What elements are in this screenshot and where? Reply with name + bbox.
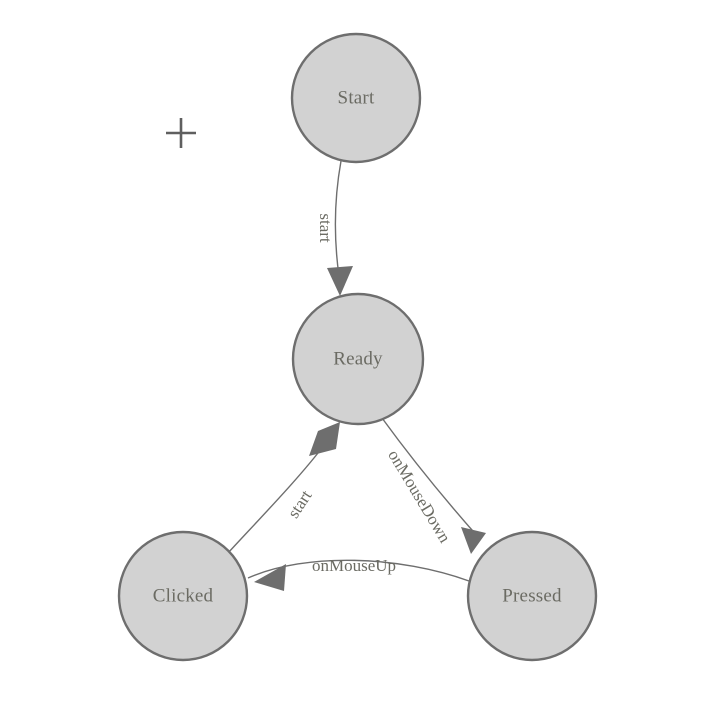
edge-path-pressed-to-clicked bbox=[247, 559, 470, 582]
arrowhead-into-ready bbox=[327, 266, 353, 296]
edge-path-start-to-ready bbox=[334, 160, 342, 277]
node-ready[interactable]: Ready bbox=[291, 292, 425, 426]
edge-path-clicked-to-ready bbox=[227, 443, 326, 554]
node-circle-clicked[interactable] bbox=[117, 530, 249, 662]
node-start[interactable]: Start bbox=[290, 32, 422, 164]
edge-ready-to-pressed[interactable]: onMouseDown bbox=[381, 417, 486, 554]
edge-clicked-to-ready[interactable]: start bbox=[227, 422, 340, 554]
edge-label-ready-to-pressed: onMouseDown bbox=[384, 446, 455, 546]
arrowhead-into-clicked bbox=[254, 564, 286, 591]
edge-label-pressed-to-clicked: onMouseUp bbox=[312, 556, 396, 575]
node-pressed[interactable]: Pressed bbox=[466, 530, 598, 662]
arrowhead-into-ready-from-clicked bbox=[309, 422, 340, 456]
edge-start-to-ready[interactable]: start bbox=[316, 160, 353, 296]
node-label-start: Start bbox=[338, 87, 375, 108]
edge-path-ready-to-pressed bbox=[381, 417, 480, 539]
crosshair-cursor-icon bbox=[166, 118, 196, 148]
edge-label-start-to-ready: start bbox=[316, 213, 335, 243]
node-circle-ready[interactable] bbox=[291, 292, 425, 426]
edge-pressed-to-clicked[interactable]: onMouseUp bbox=[247, 556, 470, 591]
node-circle-start[interactable] bbox=[290, 32, 422, 164]
node-label-pressed: Pressed bbox=[502, 585, 562, 606]
node-label-ready: Ready bbox=[333, 348, 383, 369]
arrowhead-into-pressed bbox=[461, 527, 486, 554]
node-label-clicked: Clicked bbox=[153, 585, 214, 606]
node-circle-pressed[interactable] bbox=[466, 530, 598, 662]
edge-label-clicked-to-ready: start bbox=[284, 486, 316, 521]
node-clicked[interactable]: Clicked bbox=[117, 530, 249, 662]
